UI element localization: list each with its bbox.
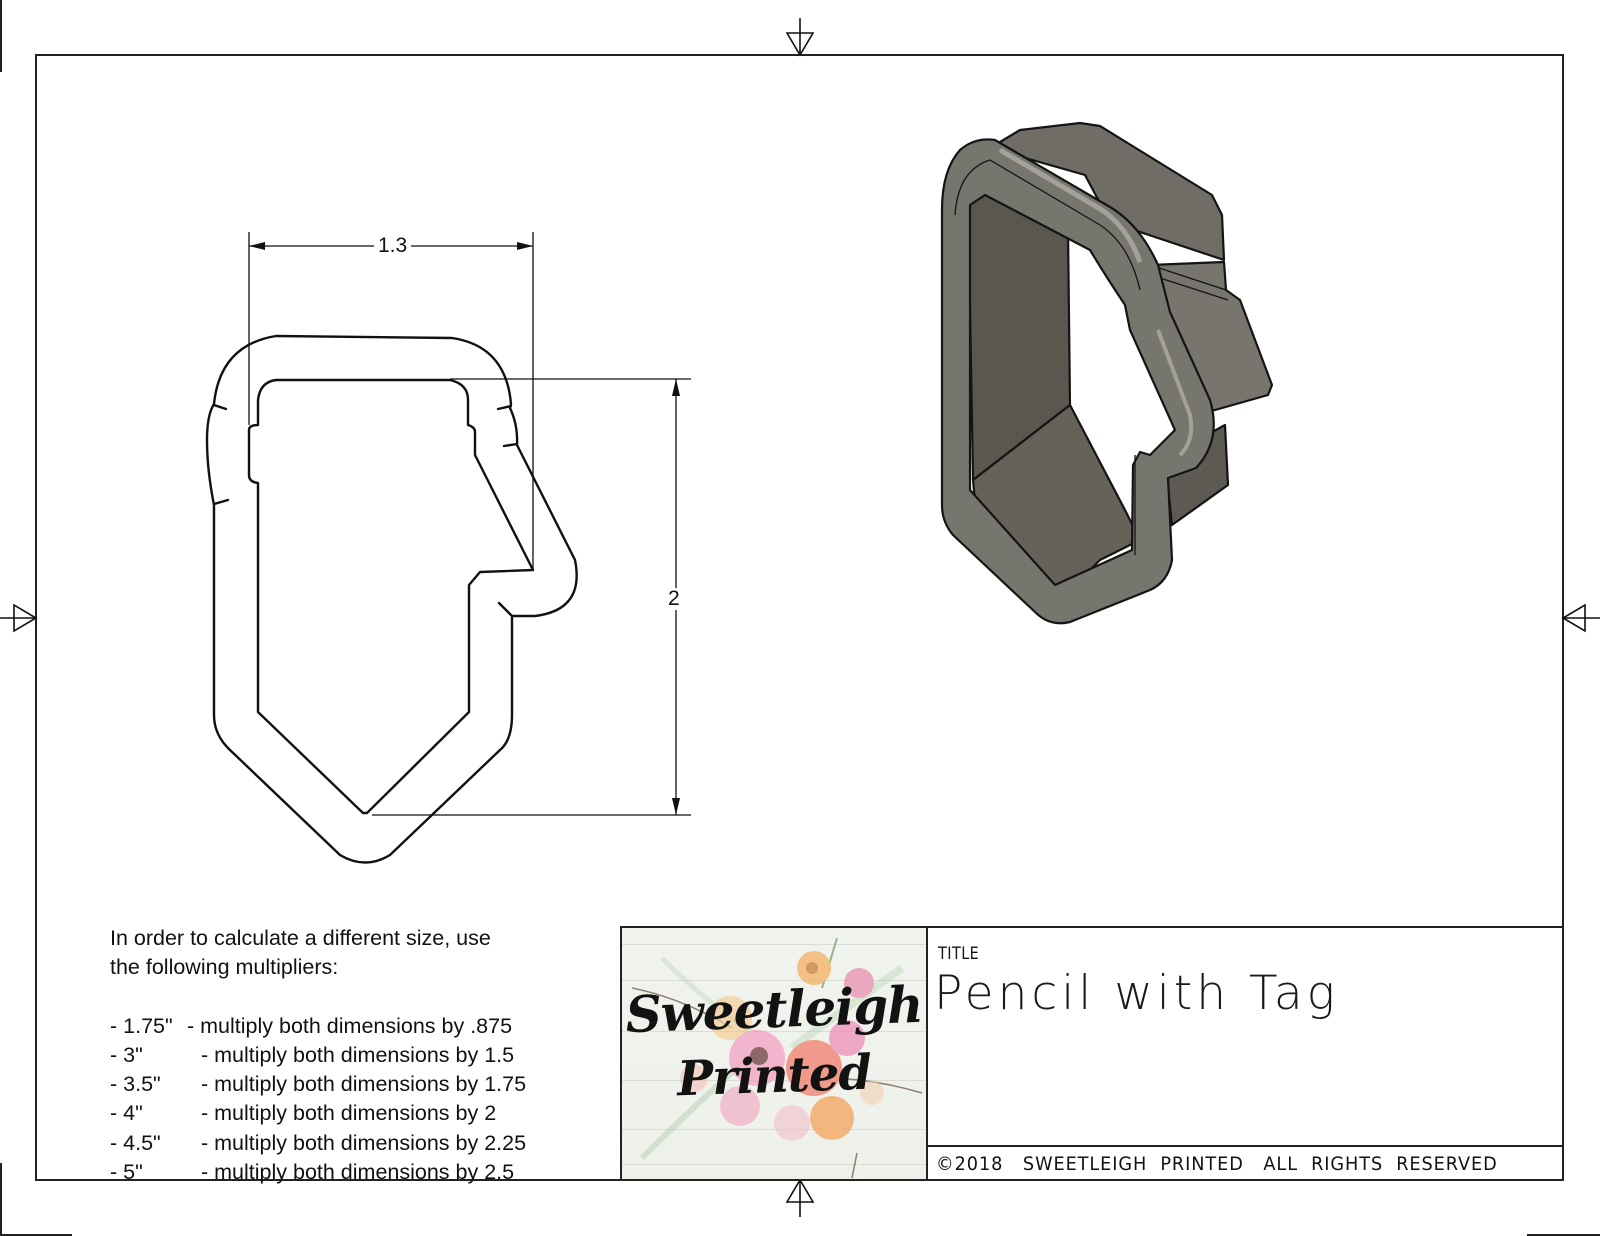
multiplier-row: - 4" - multiply both dimensions by 2 [110,1099,526,1128]
center-marker-bottom [785,1178,815,1217]
multiplier-text: - multiply both dimensions by .875 [187,1013,513,1038]
multiplier-size: - 4.5" [110,1130,161,1155]
dimension-height [372,378,691,816]
title-divider [928,1145,1562,1147]
multiplier-text: - multiply both dimensions by 2.25 [201,1130,527,1155]
title-label: TITLE [938,944,980,964]
notes-intro-line-1: In order to calculate a different size, … [110,926,491,950]
center-marker-left [0,603,38,633]
multiplier-row: - 3" - multiply both dimensions by 1.5 [110,1041,526,1070]
title-block: TITLE Pencil with Tag ©2018 SWEETLEIGH P… [928,926,1564,1181]
logo-line-1: Sweetleigh [624,974,924,1045]
size-notes: In order to calculate a different size, … [110,924,526,1187]
dimension-height-label: 2 [664,588,684,610]
cutter-outline-2d [205,334,578,864]
multiplier-size: - 1.75" [110,1013,173,1038]
dimension-width-label: 1.3 [374,235,412,257]
cutter-3d-model [940,121,1274,625]
multiplier-text: - multiply both dimensions by 1.5 [201,1042,515,1067]
copyright-notice: ©2018 SWEETLEIGH PRINTED ALL RIGHTS RESE… [936,1153,1498,1175]
floral-decoration-icon [631,937,923,1179]
multiplier-text: - multiply both dimensions by 2.5 [201,1160,515,1185]
multiplier-row: - 5" - multiply both dimensions by 2.5 [110,1158,526,1187]
center-marker-right [1561,603,1600,633]
multiplier-text: - multiply both dimensions by 1.75 [201,1072,527,1097]
logo-line-2: Printed [676,1044,872,1108]
dimension-width [248,232,534,570]
multiplier-row: - 3.5" - multiply both dimensions by 1.7… [110,1070,526,1099]
brand-logo: Sweetleigh Printed [620,926,928,1181]
multiplier-size: - 4" [110,1101,143,1126]
outer-outline [205,334,578,864]
drawing-title: Pencil with Tag [934,966,1339,1021]
notes-intro-line-2: the following multipliers: [110,955,339,980]
multiplier-text: - multiply both dimensions by 2 [201,1101,497,1126]
multiplier-size: - 5" [110,1160,143,1185]
multiplier-size: - 3" [110,1042,143,1067]
multiplier-row: - 1.75" - multiply both dimensions by .8… [110,1012,526,1041]
center-marker-top [785,18,815,57]
multiplier-row: - 4.5" - multiply both dimensions by 2.2… [110,1129,526,1158]
multiplier-size: - 3.5" [110,1072,161,1097]
inner-outline [247,378,535,815]
